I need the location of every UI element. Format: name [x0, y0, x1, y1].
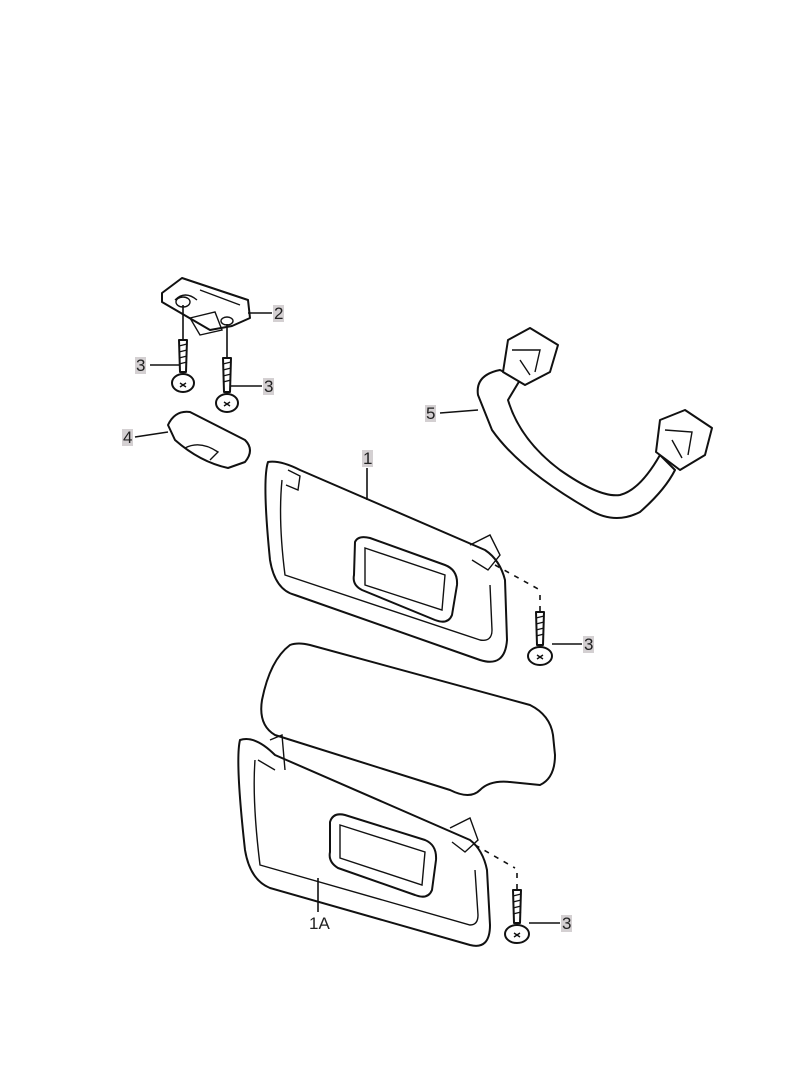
- callout-3: 3: [561, 914, 573, 933]
- callout-1: 1: [362, 449, 374, 468]
- screw[interactable]: [527, 611, 553, 666]
- callout-2: 2: [273, 304, 285, 323]
- callout-3: 3: [263, 377, 275, 396]
- callout-3: 3: [135, 356, 147, 375]
- callout-4: 4: [122, 428, 134, 447]
- visor-bracket[interactable]: [161, 277, 251, 336]
- leader-lines: [134, 312, 582, 924]
- callout-3: 3: [583, 635, 595, 654]
- cover-cap[interactable]: [167, 410, 251, 469]
- screw[interactable]: [504, 889, 530, 944]
- grab-handle[interactable]: [476, 327, 713, 519]
- callout-1a: 1A: [309, 914, 330, 933]
- screw[interactable]: [171, 305, 195, 393]
- sun-visor[interactable]: [264, 460, 508, 663]
- callout-5: 5: [425, 404, 437, 423]
- screw[interactable]: [215, 324, 239, 413]
- sun-visor-1a[interactable]: [237, 642, 556, 947]
